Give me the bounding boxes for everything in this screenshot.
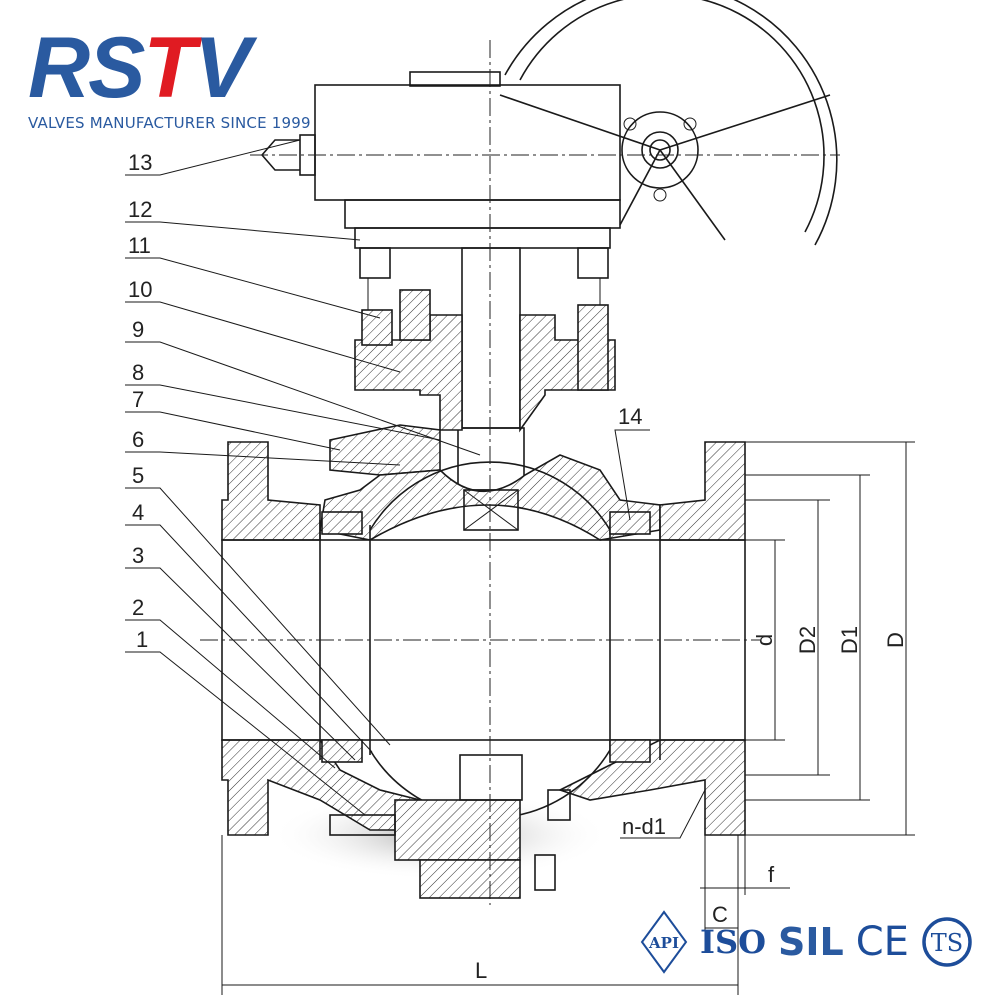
certification-logos: API ISO SIL CE TS xyxy=(640,910,973,974)
gearbox xyxy=(250,71,840,249)
part-8: 8 xyxy=(132,360,144,385)
ts-logo-icon: TS xyxy=(922,917,972,967)
dim-f: f xyxy=(768,862,775,887)
api-monogram-icon: API xyxy=(640,910,688,974)
part-14: 14 xyxy=(618,404,642,429)
trunnion xyxy=(329,754,571,899)
part-12: 12 xyxy=(128,197,152,222)
valve-body xyxy=(221,441,746,836)
part-6: 6 xyxy=(132,427,144,452)
sil-logo: SIL xyxy=(777,920,844,964)
part-2: 2 xyxy=(132,595,144,620)
part-9: 9 xyxy=(132,317,144,342)
handwheel xyxy=(499,0,838,246)
bonnet xyxy=(319,289,661,541)
part-3: 3 xyxy=(132,543,144,568)
part-5: 5 xyxy=(132,463,144,488)
dim-D2: D2 xyxy=(795,626,820,654)
dim-D1: D1 xyxy=(837,626,862,654)
dim-d: d xyxy=(752,634,777,646)
part-13: 13 xyxy=(128,150,152,175)
brand-logo: RSTV VALVES MANUFACTURER SINCE 1999 xyxy=(28,20,311,132)
logo-wordmark: RSTV xyxy=(28,20,251,116)
leader-lines xyxy=(125,139,650,816)
dim-C: C xyxy=(712,902,728,927)
part-4: 4 xyxy=(132,500,144,525)
part-1: 1 xyxy=(136,627,148,652)
ts-logo-text: TS xyxy=(931,929,963,957)
part-10: 10 xyxy=(128,277,152,302)
dimension-lines xyxy=(221,441,915,995)
stem xyxy=(457,247,525,491)
dim-D: D xyxy=(883,632,908,648)
part-11: 11 xyxy=(128,233,151,258)
part-7: 7 xyxy=(132,387,144,412)
tagline: VALVES MANUFACTURER SINCE 1999 xyxy=(28,114,311,132)
gearbox-bolts xyxy=(359,247,609,310)
part-number-labels: 13 12 11 10 9 8 7 6 5 4 3 2 1 14 xyxy=(128,150,642,652)
ce-mark: CE xyxy=(855,919,909,965)
api-logo-text: API xyxy=(648,934,679,952)
iso-logo: ISO xyxy=(700,923,766,961)
dim-L: L xyxy=(475,958,487,983)
dim-n-d1: n-d1 xyxy=(622,814,666,839)
